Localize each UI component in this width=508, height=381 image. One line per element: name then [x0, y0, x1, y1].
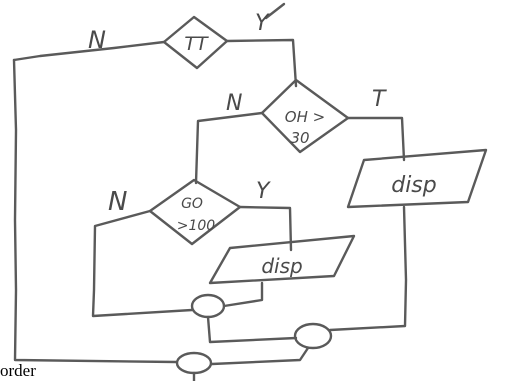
decision-label-go-line2: >100	[177, 218, 216, 234]
branch-label-mid-no: N	[226, 91, 242, 116]
connector-merge-lower-down	[206, 315, 298, 344]
branch-label-top-no: N	[88, 26, 106, 54]
decision-label-tt: TT	[184, 33, 209, 55]
page-caption: order	[0, 361, 36, 380]
decision-label-oh-line2: 30	[290, 129, 309, 147]
connector-low-yes	[238, 205, 293, 252]
branch-label-low-no: N	[108, 187, 127, 217]
connector-merge-right-down	[210, 346, 310, 366]
connector-outer-left	[12, 58, 178, 364]
connector-right-down	[328, 205, 408, 332]
decision-diamond-go	[148, 178, 242, 246]
decision-label-oh-line1: OH >	[285, 108, 325, 126]
connector-top-no	[12, 40, 166, 62]
branch-label-low-yes: Y	[256, 179, 271, 204]
output-label-lower: disp	[261, 254, 302, 278]
output-box-lower	[208, 234, 356, 285]
decision-label-go-line1: GO	[181, 196, 203, 212]
connector-mid-no	[194, 111, 264, 185]
connector-top-yes	[225, 38, 298, 88]
connector-low-no	[91, 209, 194, 318]
connector-top-yes-tail	[264, 2, 286, 20]
branch-label-mid-yes: T	[372, 87, 387, 112]
merge-connector-final	[175, 351, 213, 375]
connector-mid-yes	[346, 116, 406, 162]
merge-connector-right	[293, 322, 333, 350]
merge-connector-lower	[190, 293, 226, 319]
connector-lower-down	[222, 281, 264, 308]
output-label-right: disp	[391, 173, 437, 198]
output-box-right	[346, 148, 488, 209]
branch-label-top-yes: Y	[255, 11, 270, 36]
